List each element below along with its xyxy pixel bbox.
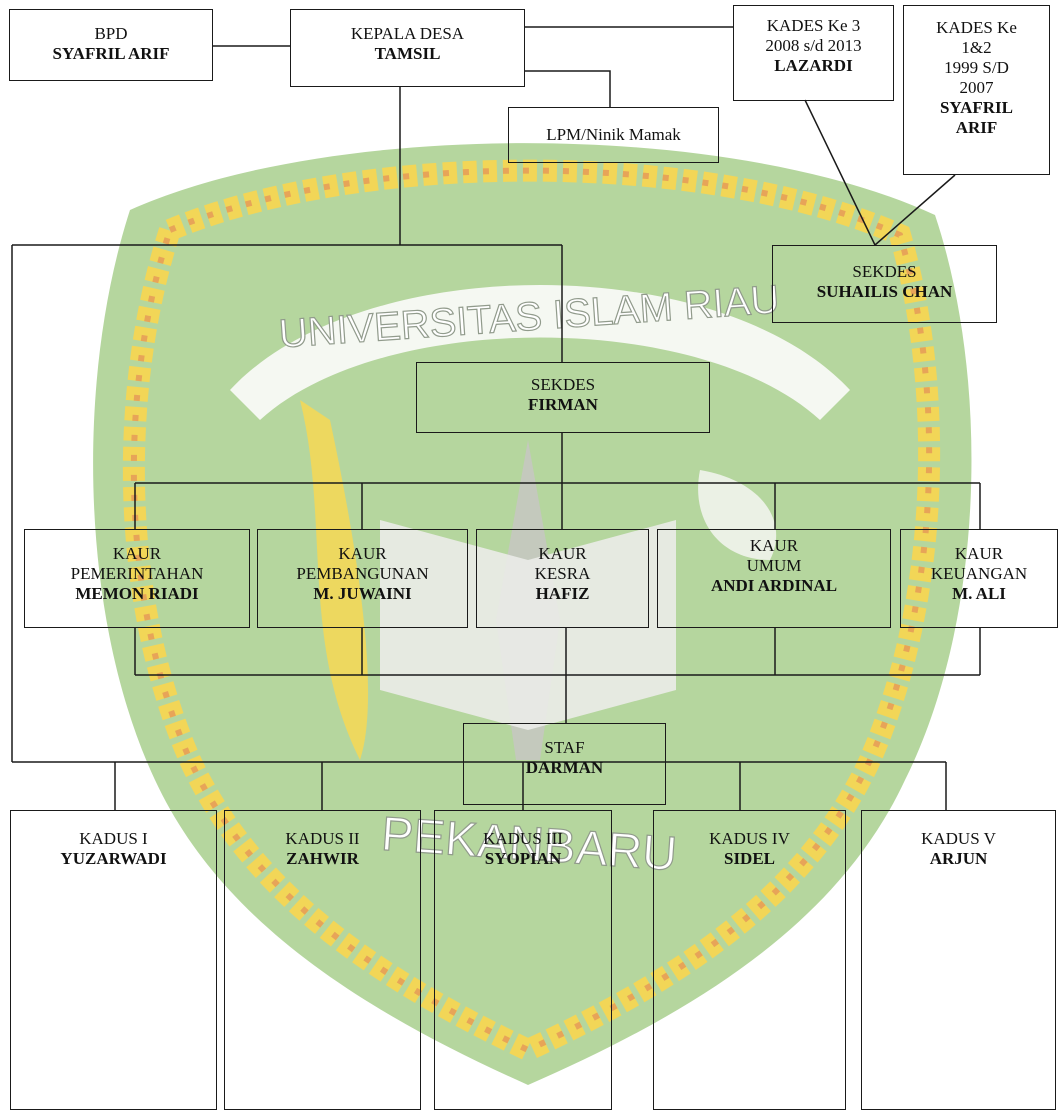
node-name: SUHAILIS CHAN xyxy=(816,282,953,301)
node-sekdes-firman: SEKDES FIRMAN xyxy=(416,362,710,433)
node-title: KADUS II xyxy=(285,829,360,848)
watermark-banner xyxy=(230,285,850,420)
node-name: SYOPIAN xyxy=(484,849,562,868)
node-line: 2007 xyxy=(959,78,994,97)
node-lpm-ninik-mamak: LPM/Ninik Mamak xyxy=(508,107,719,163)
node-line: KAUR xyxy=(954,544,1004,563)
node-name: ARIF xyxy=(955,118,998,137)
watermark-book xyxy=(380,520,676,730)
node-name: HAFIZ xyxy=(535,584,590,603)
node-name: MEMON RIADI xyxy=(75,584,199,603)
node-line: KESRA xyxy=(534,564,591,583)
node-kadus-2: KADUS II ZAHWIR xyxy=(224,810,421,1110)
node-name: DARMAN xyxy=(525,758,604,777)
node-kadus-4: KADUS IV SIDEL xyxy=(653,810,846,1110)
node-kadus-1: KADUS I YUZARWADI xyxy=(10,810,217,1110)
node-name: ARJUN xyxy=(929,849,988,868)
node-line: KAUR xyxy=(538,544,587,563)
node-line: KADES Ke xyxy=(936,18,1017,37)
node-line: KADES Ke 3 xyxy=(766,16,861,35)
node-kades-ke-3: KADES Ke 3 2008 s/d 2013 LAZARDI xyxy=(733,5,894,101)
node-kadus-3: KADUS III SYOPIAN xyxy=(434,810,612,1110)
node-kadus-5: KADUS V ARJUN xyxy=(861,810,1056,1110)
node-kaur-umum: KAUR UMUM ANDI ARDINAL xyxy=(657,529,891,628)
node-line: PEMERINTAHAN xyxy=(70,564,204,583)
node-name: M. ALI xyxy=(952,584,1006,603)
node-bpd: BPD SYAFRIL ARIF xyxy=(9,9,213,81)
node-title: KADUS III xyxy=(483,829,563,848)
node-line: PEMBANGUNAN xyxy=(296,564,429,583)
node-kaur-pembangunan: KAUR PEMBANGUNAN M. JUWAINI xyxy=(257,529,468,628)
node-kaur-kesra: KAUR KESRA HAFIZ xyxy=(476,529,649,628)
node-kepala-desa: KEPALA DESA TAMSIL xyxy=(290,9,525,87)
node-title: KADUS IV xyxy=(709,829,790,848)
node-kaur-keuangan: KAUR KEUANGAN M. ALI xyxy=(900,529,1058,628)
node-name: FIRMAN xyxy=(528,395,598,414)
node-line: KAUR xyxy=(338,544,387,563)
node-kades-ke-1-2: KADES Ke 1&2 1999 S/D 2007 SYAFRIL ARIF xyxy=(903,5,1050,175)
node-name: ANDI ARDINAL xyxy=(710,576,838,595)
node-name: M. JUWAINI xyxy=(313,584,412,603)
node-line: KAUR xyxy=(112,544,162,563)
node-name: LAZARDI xyxy=(774,56,853,75)
watermark-wheat xyxy=(300,400,369,760)
node-name: YUZARWADI xyxy=(60,849,167,868)
connectors xyxy=(11,26,981,810)
node-name: SYAFRIL ARIF xyxy=(52,44,170,63)
node-line: 2008 s/d 2013 xyxy=(765,36,862,55)
node-sekdes-suhailis: SEKDES SUHAILIS CHAN xyxy=(772,245,997,323)
node-title: BPD xyxy=(94,24,128,43)
node-title: SEKDES xyxy=(852,262,917,281)
node-title: STAF xyxy=(544,738,585,757)
node-title: KADUS I xyxy=(79,829,148,848)
university-logo-watermark: UNIVERSITAS ISLAM RIAU PEKANBARU xyxy=(93,143,972,1086)
node-staf: STAF DARMAN xyxy=(463,723,666,805)
node-line: KAUR xyxy=(749,536,799,555)
node-title: SEKDES xyxy=(530,375,596,394)
node-title: KADUS V xyxy=(921,829,996,848)
node-title: KEPALA DESA xyxy=(350,24,465,43)
node-kaur-pemerintahan: KAUR PEMERINTAHAN MEMON RIADI xyxy=(24,529,250,628)
node-line: 1&2 xyxy=(961,38,992,57)
node-line: 1999 S/D xyxy=(944,58,1009,77)
node-name: ZAHWIR xyxy=(286,849,359,868)
node-name: SIDEL xyxy=(723,849,776,868)
node-line: KEUANGAN xyxy=(930,564,1028,583)
node-name: TAMSIL xyxy=(374,44,441,63)
node-name: SYAFRIL xyxy=(939,98,1014,117)
node-line: UMUM xyxy=(746,556,802,575)
node-title: LPM/Ninik Mamak xyxy=(546,125,681,144)
